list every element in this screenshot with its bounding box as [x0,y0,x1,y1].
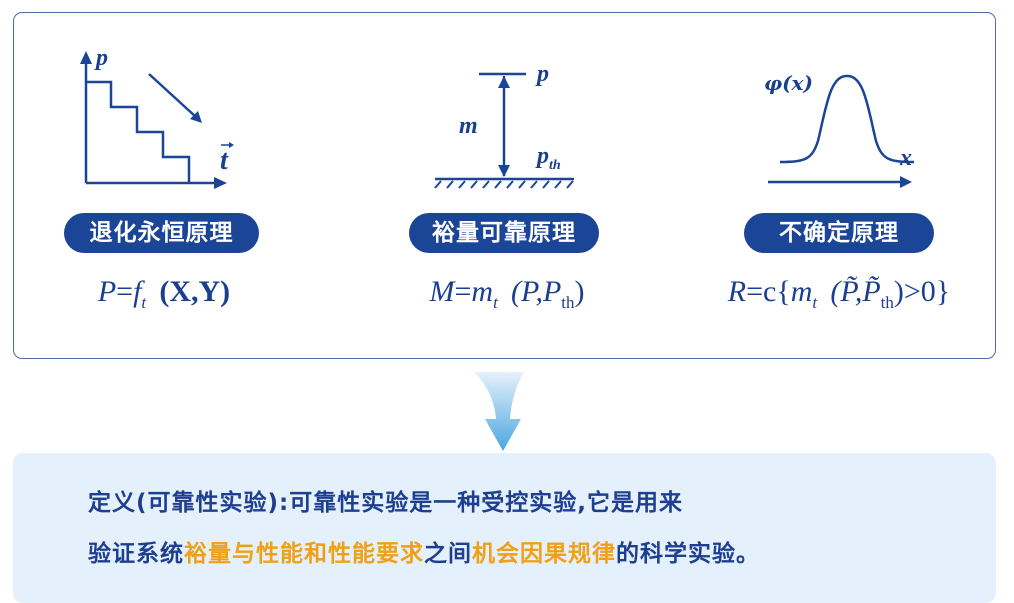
label-m: m [459,113,478,139]
principle-title: 退化永恒原理 [64,213,259,253]
uncertainty-principle: φ(x) x 不确定原理 R=c{mt⃗(P̃,P̃th)>0} [694,13,994,360]
formula: R=c{mt⃗(P̃,P̃th)>0} [727,275,951,312]
definition-line-2: 验证系统裕量与性能和性能要求之间机会因果规律的科学实验。 [88,541,760,567]
staircase-diagram [80,51,234,189]
degradation-principle: p t 退化永恒原理 P=ft⃗(X,Y) [24,13,324,360]
formula: M=mt⃗(P,Pth) [429,275,585,312]
axis-label-t: t [220,145,228,176]
label-p: p [537,61,549,87]
label-pth: pth [537,143,561,173]
principle-title: 不确定原理 [744,213,934,253]
margin-diagram [434,72,574,189]
definition-panel: 定义(可靠性实验):可靠性实验是一种受控实验,它是用来 验证系统裕量与性能和性能… [13,453,996,603]
principle-title: 裕量可靠原理 [409,213,599,253]
vector-arrow-icon [221,142,234,148]
label-phi-x: φ(x) [764,71,813,95]
definition-line-1: 定义(可靠性实验):可靠性实验是一种受控实验,它是用来 [88,490,683,516]
axis-label-p: p [96,45,108,71]
label-x: x [900,145,912,171]
principles-panel: p t 退化永恒原理 P=ft⃗(X,Y) p m pth 裕量可靠原理 [13,12,996,359]
formula: P=ft⃗(X,Y) [97,275,231,312]
distribution-diagram [768,74,915,188]
margin-reliability-principle: p m pth 裕量可靠原理 M=mt⃗(P,Pth) [369,13,669,360]
down-arrow-icon [474,372,524,451]
